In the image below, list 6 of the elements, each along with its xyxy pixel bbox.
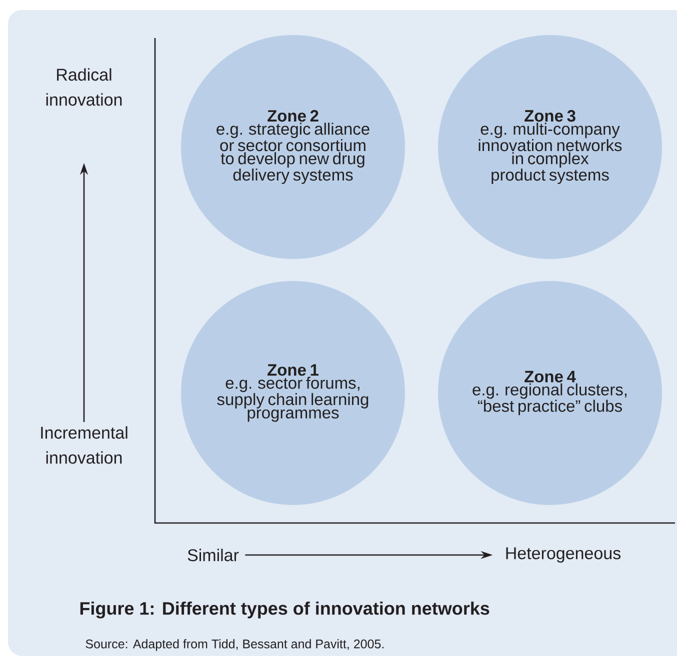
axis-label: Incremental innovation bbox=[41, 426, 128, 464]
source-note: Source: Adapted from Tidd, Bessant and Pavitt, 2005. bbox=[86, 639, 384, 651]
axis-label: Radical innovation bbox=[46, 68, 122, 106]
axis-label: Similar bbox=[188, 548, 239, 562]
axis-label: Heterogeneous bbox=[506, 547, 620, 563]
caption: Figure 1: Different types of innovation networks bbox=[80, 602, 490, 618]
